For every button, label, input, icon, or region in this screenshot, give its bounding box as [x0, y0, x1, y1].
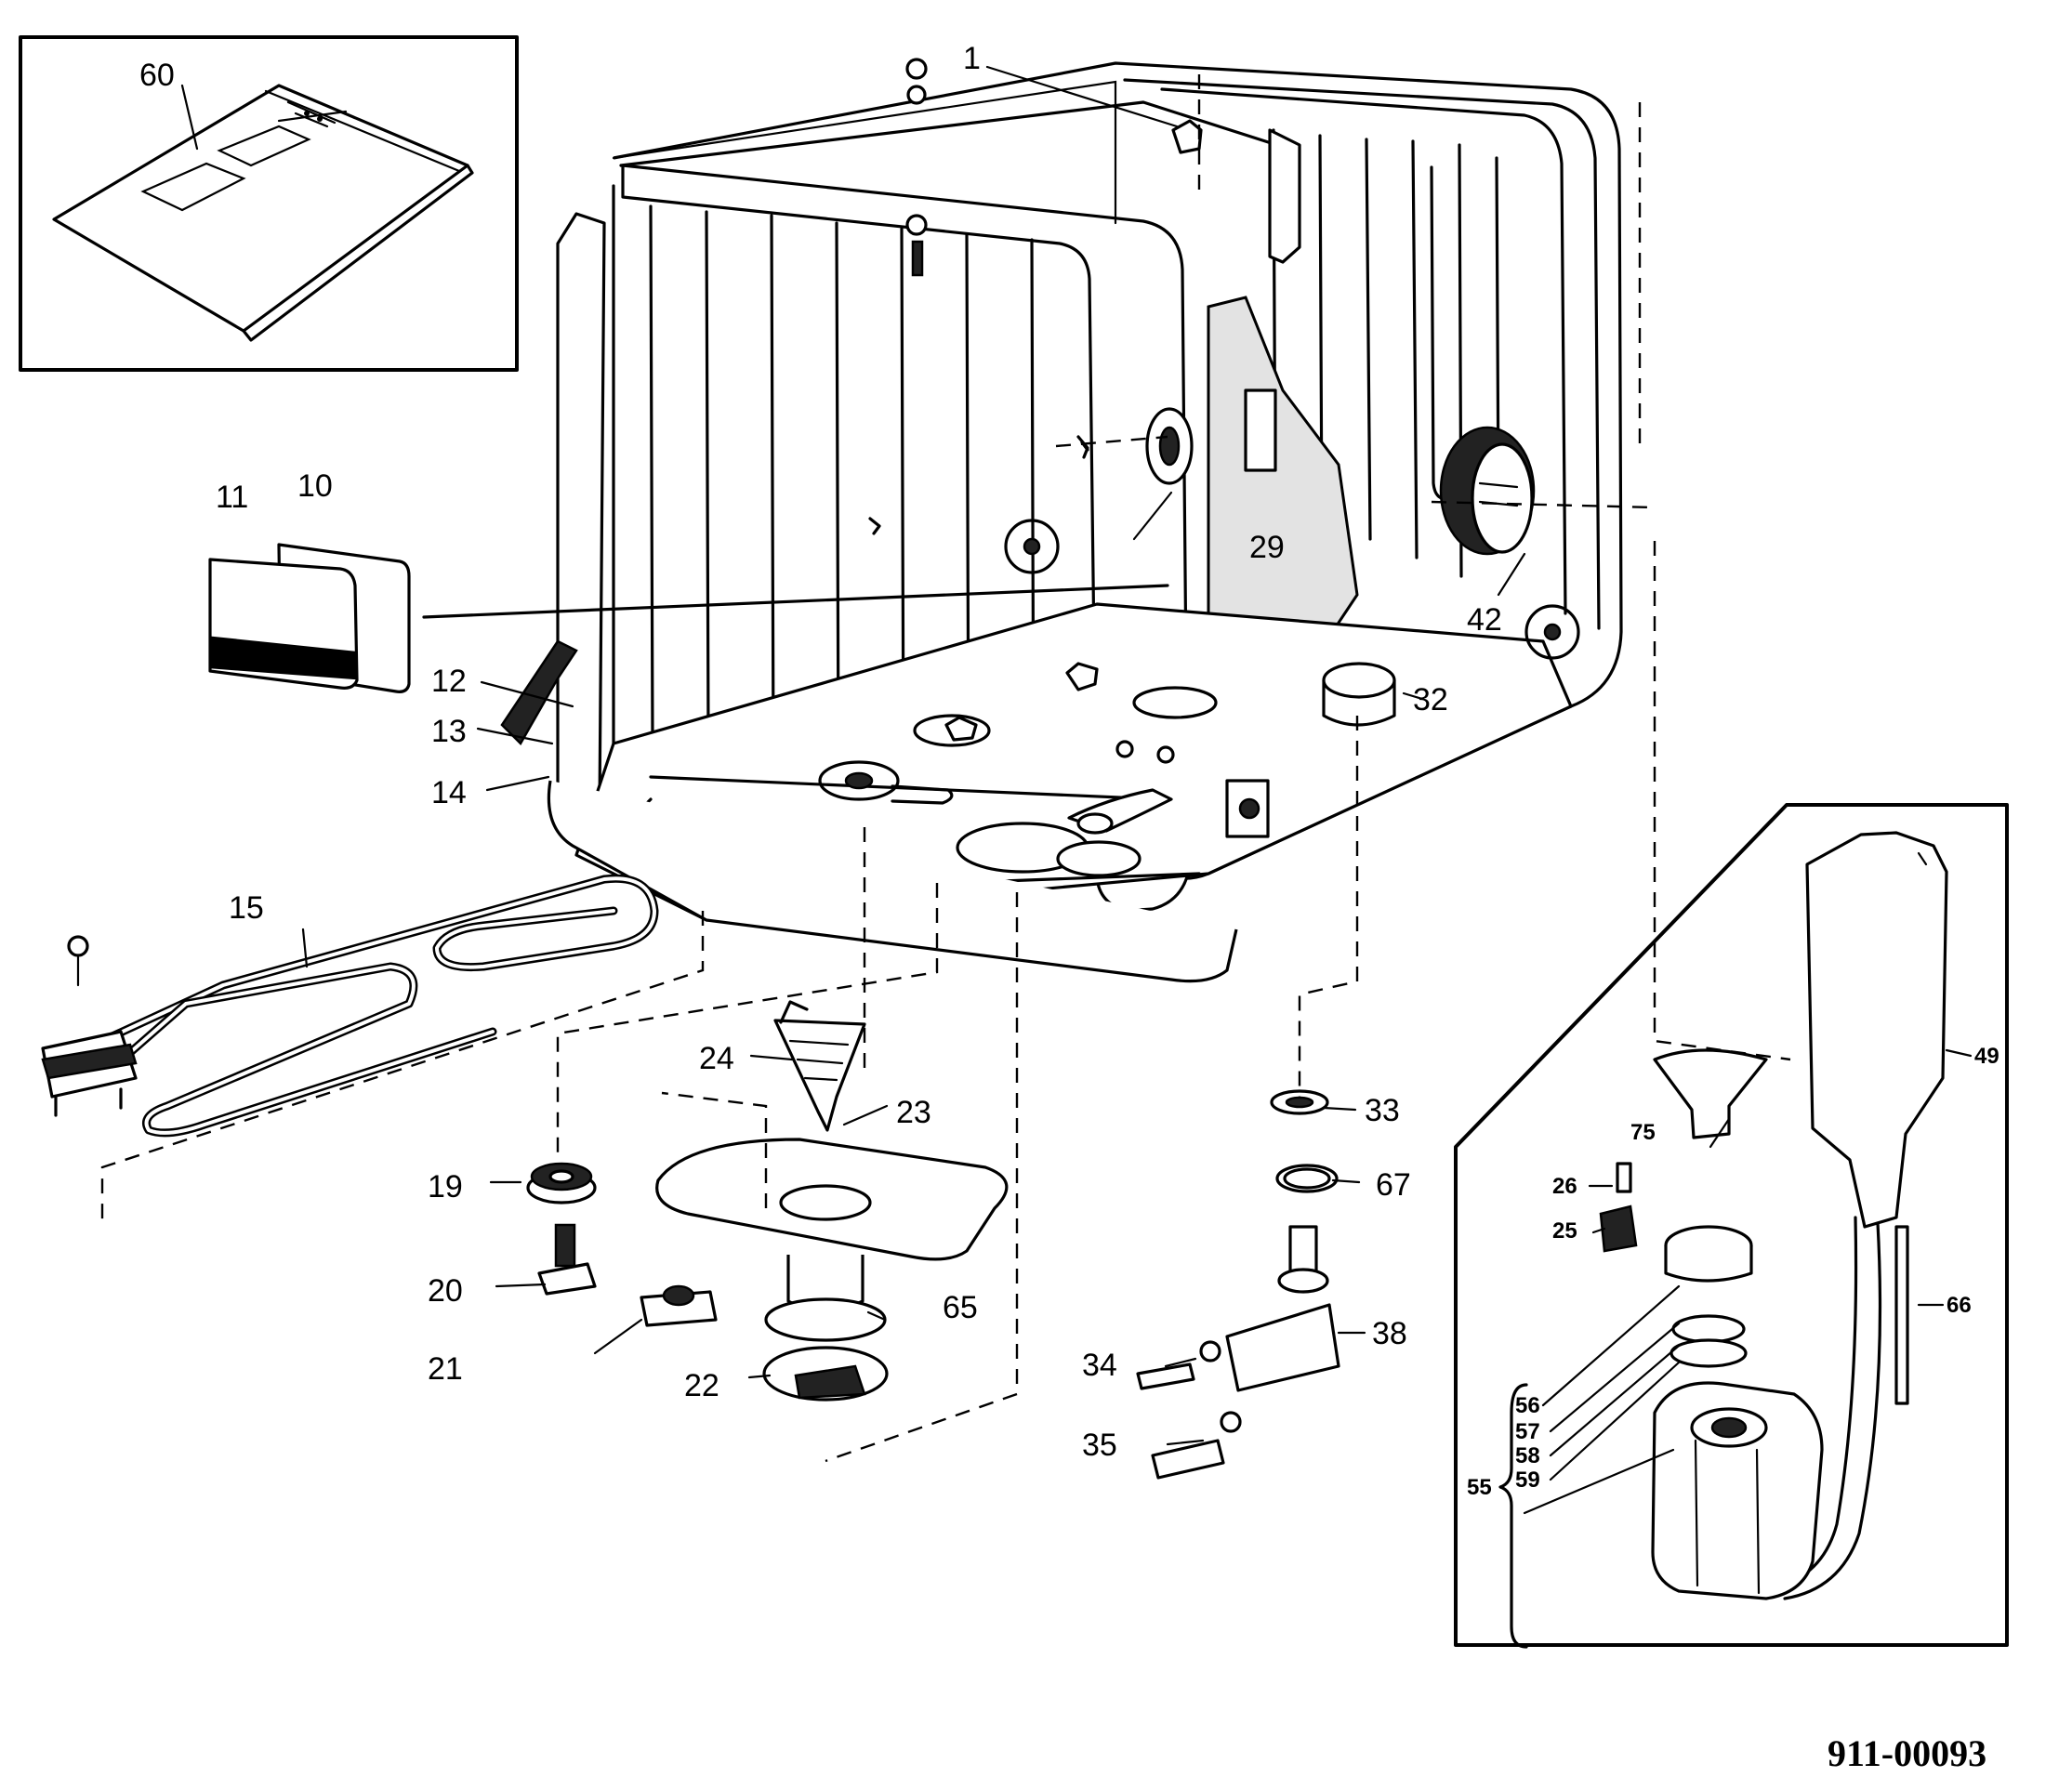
callout-13: 13: [431, 714, 467, 749]
tub-assembly: [500, 58, 1623, 983]
callout-22: 22: [684, 1368, 719, 1403]
callout-35: 35: [1082, 1428, 1117, 1463]
callout-75: 75: [1630, 1120, 1656, 1145]
softener-inset: [1454, 803, 2009, 1649]
callout-56: 56: [1515, 1393, 1540, 1418]
callout-60: 60: [139, 58, 175, 93]
callout-65: 65: [943, 1290, 978, 1325]
callout-26: 26: [1552, 1174, 1577, 1199]
callout-21: 21: [428, 1351, 463, 1387]
callout-12: 12: [431, 664, 467, 699]
leader-lines: [301, 65, 1526, 1446]
callout-38: 38: [1372, 1316, 1407, 1351]
callout-42: 42: [1467, 602, 1502, 638]
sump-parts: [526, 1000, 1340, 1480]
callout-49: 49: [1974, 1044, 1999, 1069]
callout-67: 67: [1376, 1167, 1411, 1203]
callout-25: 25: [1552, 1218, 1577, 1244]
callout-24: 24: [699, 1041, 734, 1076]
callout-20: 20: [428, 1273, 463, 1309]
drawing-number: 911-00093: [1828, 1732, 1986, 1774]
manual-inset: [19, 35, 519, 372]
callout-32: 32: [1413, 682, 1448, 717]
callout-34: 34: [1082, 1348, 1117, 1383]
callout-labels: 1 10 11 12 13 14 15 19 20 21 22 23 24 29…: [139, 41, 1999, 1774]
callout-14: 14: [431, 775, 467, 810]
callout-15: 15: [229, 890, 264, 926]
callout-1: 1: [963, 41, 981, 76]
callout-59: 59: [1515, 1468, 1540, 1493]
callout-55: 55: [1467, 1475, 1492, 1500]
heating-element: [41, 874, 659, 1138]
callout-29: 29: [1249, 530, 1285, 565]
callout-11: 11: [216, 480, 248, 515]
callout-23: 23: [896, 1095, 931, 1130]
callout-19: 19: [428, 1169, 463, 1204]
callout-66: 66: [1947, 1293, 1972, 1318]
callout-57: 57: [1515, 1419, 1540, 1444]
callout-10: 10: [297, 468, 333, 504]
gasket-parts: [208, 543, 1169, 693]
callout-58: 58: [1515, 1443, 1540, 1468]
callout-33: 33: [1365, 1093, 1400, 1128]
